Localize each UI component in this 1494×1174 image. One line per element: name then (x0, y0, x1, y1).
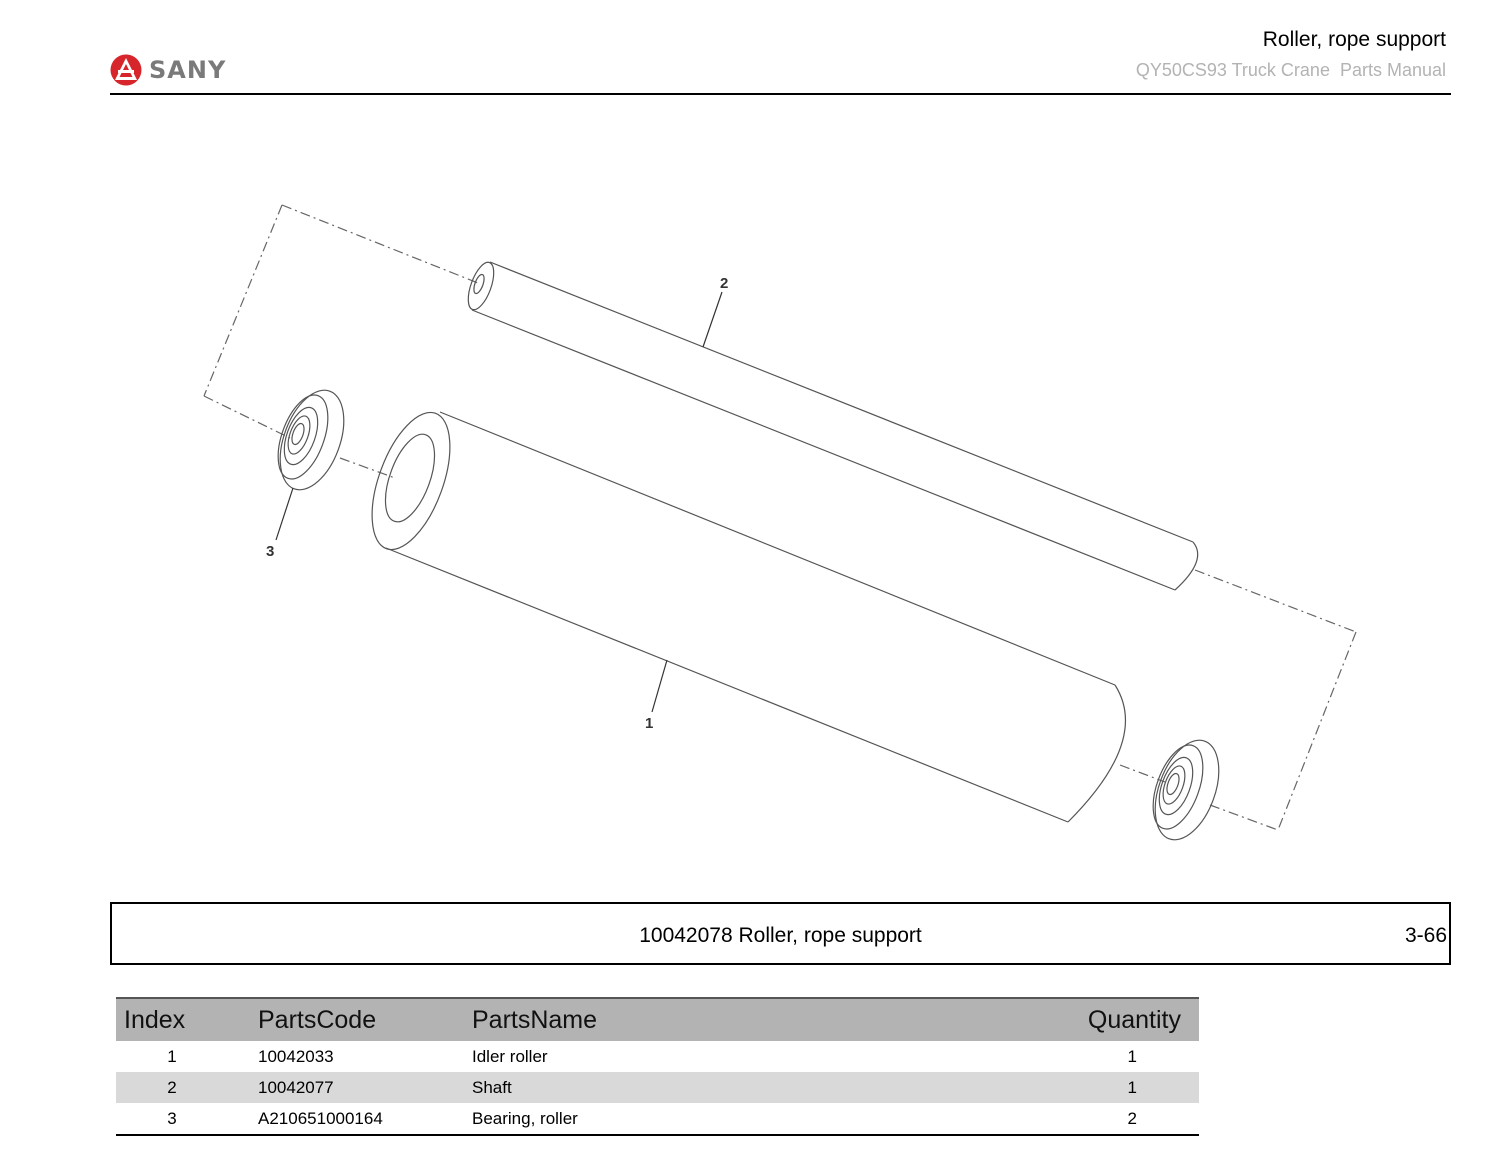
table-row: 3 A210651000164 Bearing, roller 2 (116, 1103, 1199, 1135)
page-title: Roller, rope support (1262, 28, 1446, 51)
callout-3: 3 (266, 543, 274, 560)
callout-2: 2 (720, 275, 728, 292)
callout-leaders (275, 291, 723, 713)
assembly-title: 10042078 Roller, rope support (639, 924, 922, 947)
sany-logo: SANY (109, 52, 226, 88)
cell-parts-name: Bearing, roller (472, 1108, 578, 1128)
shaft-part (467, 261, 1199, 591)
cell-index: 2 (167, 1077, 177, 1097)
cell-quantity: 1 (1127, 1046, 1137, 1066)
table-header-row: Index PartsCode PartsName Quantity (116, 998, 1199, 1041)
idler-roller-part (371, 411, 1127, 823)
page-number: 3-66 (1404, 924, 1447, 947)
parts-table: Index PartsCode PartsName Quantity 1 100… (116, 997, 1199, 1136)
assembly-caption: 10042078 Roller, rope support 3-66 (110, 902, 1451, 965)
header-quantity: Quantity (1087, 1005, 1181, 1034)
bearing-right-part (1152, 739, 1220, 841)
cell-parts-code: 10042077 (258, 1077, 334, 1097)
header-index: Index (124, 1005, 186, 1034)
header-parts-code: PartsCode (258, 1005, 377, 1034)
cell-parts-name: Idler roller (472, 1046, 548, 1066)
cell-parts-code: 10042033 (258, 1046, 334, 1066)
cell-parts-code: A210651000164 (258, 1108, 383, 1128)
sany-logo-icon (110, 54, 142, 86)
header-divider (110, 93, 1451, 95)
table-row: 2 10042077 Shaft 1 (116, 1072, 1199, 1103)
callout-1: 1 (645, 715, 653, 732)
page-subtitle: QY50CS93 Truck Crane Parts Manual (1135, 60, 1446, 80)
brand-name: SANY (149, 56, 227, 84)
bearing-left-part (277, 389, 345, 491)
cell-quantity: 1 (1127, 1077, 1137, 1097)
assembly-axis-lines (203, 204, 1357, 831)
table-row: 1 10042033 Idler roller 1 (116, 1041, 1199, 1072)
cell-index: 3 (167, 1108, 177, 1128)
cell-index: 1 (167, 1046, 177, 1066)
cell-parts-name: Shaft (472, 1077, 512, 1097)
cell-quantity: 2 (1127, 1108, 1137, 1128)
header-parts-name: PartsName (472, 1005, 598, 1034)
